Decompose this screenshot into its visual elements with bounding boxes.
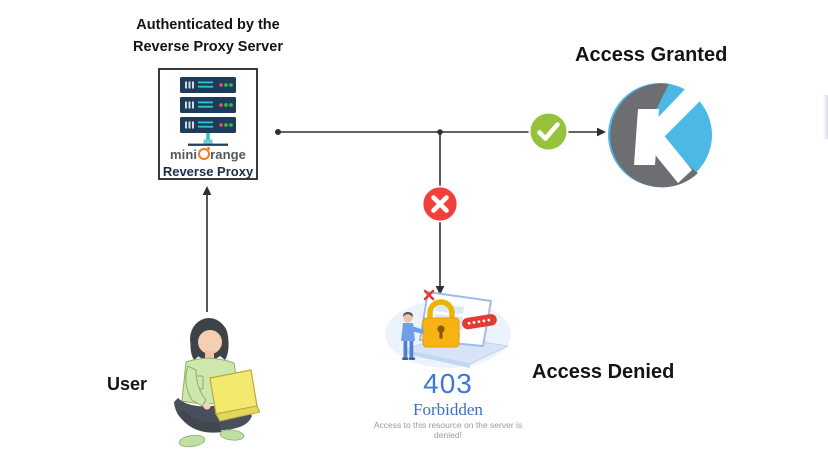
check-icon [528, 111, 569, 152]
proxy-annotation-line2: Reverse Proxy Server [133, 38, 283, 55]
miniorange-logo-suffix: range [210, 147, 247, 162]
reverse-proxy-node: mini range Reverse Proxy [158, 68, 258, 180]
user-illustration [174, 318, 260, 448]
arrowhead-down [435, 286, 445, 295]
flow-start-dot [275, 129, 281, 135]
miniorange-logo: mini range [160, 147, 256, 162]
screen-error-cross [423, 289, 435, 301]
password-pill [462, 314, 497, 330]
reverse-proxy-label: Reverse Proxy [162, 164, 254, 179]
error-detail: Access to this resource on the server is… [373, 420, 523, 440]
server-stack-icon [180, 77, 236, 146]
user-label: User [107, 374, 148, 394]
arrowhead-right [597, 127, 606, 137]
keycloak-k-upper-arm [647, 84, 703, 142]
proxy-annotation-line1: Authenticated by the [136, 17, 280, 33]
error-code: 403 [423, 368, 473, 399]
cross-icon [421, 185, 459, 223]
keycloak-k-lower-arm [648, 133, 692, 183]
forbidden-illustration [385, 289, 511, 368]
right-edge-artifact [823, 95, 828, 139]
proxy-annotation: Authenticated by the Reverse Proxy Serve… [117, 15, 299, 59]
keycloak-logo [608, 83, 712, 188]
arrowhead-up [202, 186, 212, 195]
access-denied-label: Access Denied [532, 361, 675, 383]
illustration-person [401, 312, 424, 360]
access-granted-label: Access Granted [575, 44, 728, 66]
miniorange-logo-prefix: mini [169, 147, 198, 162]
miniorange-logo-o-icon [197, 147, 210, 160]
padlock-icon [422, 299, 460, 348]
error-status: Forbidden [413, 400, 483, 419]
